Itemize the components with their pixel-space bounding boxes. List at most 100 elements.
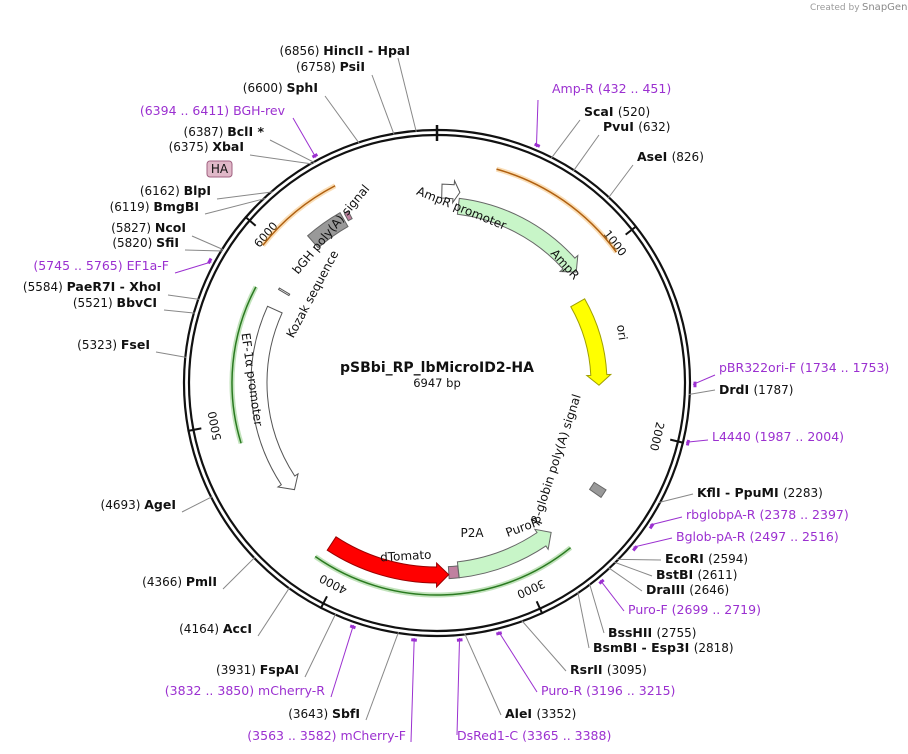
highlight-arcs [229,166,619,598]
tick-mark [535,600,544,615]
tick-label: 1000 [600,227,629,259]
site-leader [216,191,273,200]
tick-mark [319,595,328,610]
site-position: (1734 .. 1753) [800,360,889,375]
enzyme-name: NcoI [155,220,186,235]
site-position: (3365 .. 3388) [522,728,611,743]
tick-mark [244,215,257,227]
site-position: (2611) [697,568,737,582]
enzyme-name: AleI [505,706,536,721]
site-label: BssHII (2755) [608,625,696,640]
feature-arrow [456,528,552,579]
site-leader [204,197,266,215]
enzyme-name: HincII - HpaI [323,43,410,58]
site-position: (3643) [288,707,332,721]
site-leader [167,294,200,300]
primer-name: L4440 [712,429,755,444]
site-position: (6856) [280,44,324,58]
site-leader [155,351,187,358]
site-label: (3931) FspAI [216,662,299,677]
primer-leader [633,537,673,548]
site-position: (2594) [708,552,748,566]
site-label: rbglobpA-R (2378 .. 2397) [686,507,849,522]
site-label: (4164) AccI [179,621,252,636]
site-position: (432 .. 451) [598,81,671,96]
enzyme-name: SfiI [156,235,179,250]
site-position: (4366) [142,575,186,589]
site-leader [550,119,581,159]
tick-mark [669,438,685,444]
primer-leader [692,374,716,385]
enzyme-name: DraIII [646,582,689,597]
primer-leader [410,637,415,743]
primer-name: mCherry-R [258,683,325,698]
site-leader [464,633,502,716]
feature-label: P2A [460,526,484,540]
primer-leader [292,117,317,158]
highlight-arc [314,547,572,596]
credit-text: Created by [810,3,860,13]
site-position: (5584) [23,280,67,294]
site-leader [588,583,605,634]
site-label: L4440 (1987 .. 2004) [712,429,844,444]
primer-name: Puro-F [628,602,672,617]
site-label: Amp-R (432 .. 451) [552,81,671,96]
site-leader [397,57,417,132]
tick-label: 2000 [647,421,668,453]
site-label: (3643) SbfI [288,706,360,721]
site-position: (3196 .. 3215) [586,683,675,698]
primer-name: EF1a-F [127,258,169,273]
site-leader [191,235,224,251]
highlight-arc-glow [495,166,619,254]
primer-leader [649,516,683,526]
tick-mark [625,225,638,236]
feature-label: ori [614,324,630,341]
site-position: (6387) [184,125,228,139]
site-label: PvuI (632) [603,119,671,134]
site-label: (3563 .. 3582) mCherry-F [247,728,406,743]
site-label: (5745 .. 5765) EF1a-F [33,258,169,273]
site-position: (826) [672,150,704,164]
site-leader [521,620,567,672]
site-leader [257,587,291,637]
primer-binding-mark [632,545,638,552]
site-label: Bglob-pA-R (2497 .. 2516) [676,529,839,544]
enzyme-name: BsmBI - Esp3I [593,640,694,655]
enzyme-name: SbfI [332,706,360,721]
site-leader [181,496,213,513]
site-position: (520) [618,105,650,119]
enzyme-name: EcoRI [665,551,708,566]
site-position: (3832 .. 3850) [165,683,258,698]
enzyme-name: KflI - PpuMI [697,485,783,500]
site-label: AleI (3352) [505,706,576,721]
enzyme-name: AccI [223,621,252,636]
site-label: Puro-F (2699 .. 2719) [628,602,761,617]
site-label: (5827) NcoI [111,220,186,235]
enzyme-name: ScaI [584,104,618,119]
site-leader [324,95,360,144]
enzyme-name: FseI [121,337,150,352]
primer-leader [456,637,461,736]
highlight-arc [262,185,336,246]
feature-arrow [326,536,450,589]
primer-name: BGH-rev [233,103,286,118]
site-label: (5820) SfiI [112,235,179,250]
site-label: (4366) PmlI [142,574,217,589]
site-label: RsrII (3095) [570,662,647,677]
site-label: (6387) BclI * [184,124,265,139]
site-position: (3563 .. 3582) [247,728,340,743]
primer-leader [599,579,625,612]
primer-leader [498,631,538,693]
enzyme-name: FspAI [260,662,299,677]
site-leader [616,558,662,561]
enzyme-name: XbaI [212,139,244,154]
feature-arrow [447,565,460,580]
highlight-arc [231,286,257,444]
site-position: (2755) [657,626,697,640]
site-position: (2699 .. 2719) [672,602,761,617]
enzyme-name: BclI * [227,124,264,139]
site-position: (6375) [169,140,213,154]
site-leader [163,309,195,314]
site-position: (5521) [73,296,117,310]
primer-name: DsRed1-C [457,728,522,743]
